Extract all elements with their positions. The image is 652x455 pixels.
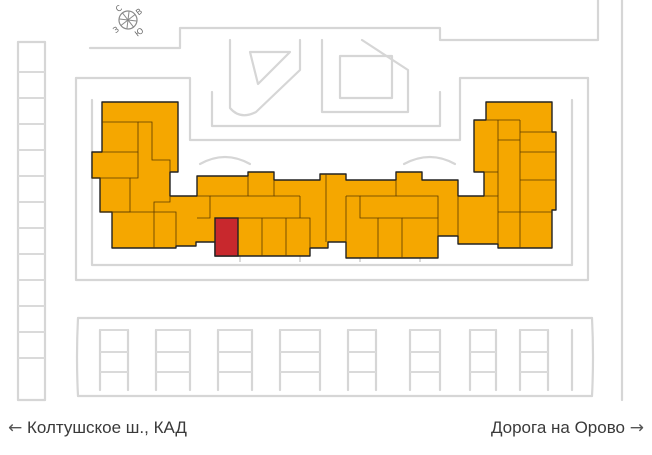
compass-north-label: С	[114, 3, 124, 14]
arrow-right-icon: →	[629, 418, 644, 438]
compass-rose: С В Ю З	[111, 3, 146, 39]
direction-right: Дорога на Орово →	[491, 418, 644, 438]
direction-right-label: Дорога на Орово	[490, 418, 626, 437]
residential-building	[91, 101, 557, 259]
direction-left: ← Колтушское ш., КАД	[8, 418, 187, 438]
arrow-left-icon: ←	[8, 418, 23, 438]
compass-south-label: Ю	[133, 26, 146, 39]
compass-east-label: В	[134, 7, 144, 17]
compass-west-label: З	[111, 25, 121, 35]
road-network	[16, 0, 624, 402]
direction-left-label: Колтушское ш., КАД	[26, 418, 187, 437]
selected-section[interactable]	[214, 217, 239, 257]
